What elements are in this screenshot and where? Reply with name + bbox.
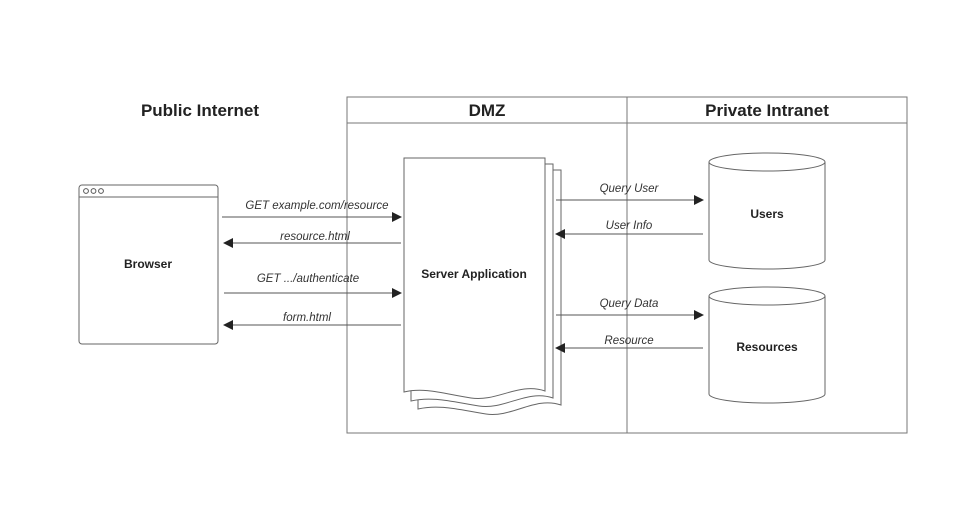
edge-label: GET .../authenticate xyxy=(257,273,359,285)
edge-get-authenticate: GET .../authenticate xyxy=(224,273,402,298)
server-application-label: Server Application xyxy=(421,267,527,281)
resources-cylinder-body xyxy=(708,296,826,404)
users-cylinder-top xyxy=(708,152,826,172)
public-internet-title: Public Internet xyxy=(141,101,259,120)
edge-query-data: Query Data xyxy=(556,298,704,320)
dmz-title: DMZ xyxy=(469,101,506,120)
users-label: Users xyxy=(750,207,784,221)
edge-label: resource.html xyxy=(280,231,350,243)
resources-label: Resources xyxy=(736,340,798,354)
private-intranet-title: Private Intranet xyxy=(705,101,829,120)
edge-form-html: form.html xyxy=(223,312,401,330)
private-intranet-zone: Private Intranet xyxy=(626,96,908,434)
edge-resource-html: resource.html xyxy=(223,231,401,248)
browser-node: Browser xyxy=(78,184,219,345)
edge-label: form.html xyxy=(283,312,331,324)
window-dot-icon xyxy=(90,188,97,194)
private-intranet-zone-border xyxy=(626,96,908,434)
browser-label: Browser xyxy=(124,257,172,271)
users-database-node: Users xyxy=(708,152,826,270)
server-application-node: Server Application xyxy=(403,157,562,415)
edge-label: Resource xyxy=(604,335,653,347)
edge-get-resource: GET example.com/resource xyxy=(222,200,402,222)
edge-label: User Info xyxy=(606,220,653,232)
window-dot-icon xyxy=(98,188,104,194)
resources-database-node: Resources xyxy=(708,286,826,404)
edge-resource: Resource xyxy=(555,335,703,353)
document-stack-front xyxy=(403,157,546,400)
browser-window xyxy=(78,184,219,345)
resources-cylinder-top xyxy=(708,286,826,306)
window-dot-icon xyxy=(83,188,89,194)
edge-label: GET example.com/resource xyxy=(245,200,388,212)
edge-label: Query User xyxy=(600,183,660,195)
edge-label: Query Data xyxy=(600,298,659,310)
users-cylinder-body xyxy=(708,162,826,270)
edge-user-info: User Info xyxy=(555,220,703,239)
edge-query-user: Query User xyxy=(556,183,704,205)
